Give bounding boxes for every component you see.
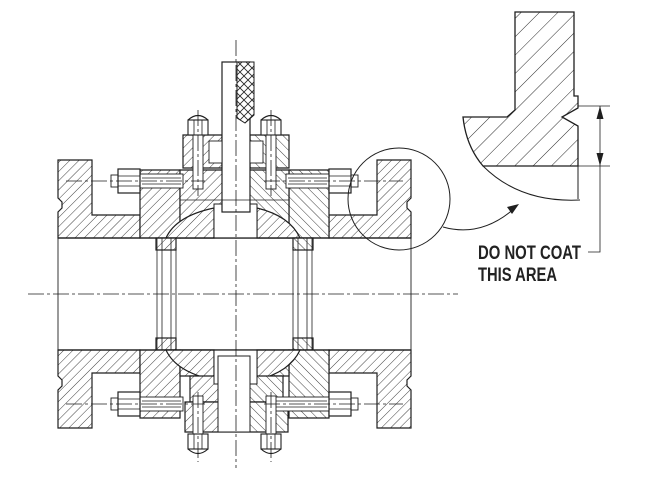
do-not-coat-label: DO NOT COAT THIS AREA: [478, 243, 581, 286]
callout-circle: [347, 147, 451, 251]
cover-stud-left: [187, 395, 209, 455]
seat-stub: [292, 337, 314, 351]
detail-circle-arc: [482, 165, 581, 201]
cover-stud-right: [260, 395, 282, 455]
valve-internals: [208, 61, 264, 433]
detail-flange-section: [462, 11, 579, 167]
do-not-coat-label-line2: THIS AREA: [478, 265, 557, 286]
seat-stub: [155, 237, 177, 251]
gland-follower-left: [208, 140, 223, 164]
do-not-coat-label-line1: DO NOT COAT: [478, 243, 581, 264]
trunnion-post: [217, 355, 251, 433]
flange-detail-view: [462, 11, 581, 201]
seat-stub: [292, 237, 314, 251]
detail-leader-curve: [442, 206, 517, 231]
detail-leader-arrowhead: [507, 204, 519, 214]
dimension-arrow-up: [596, 106, 604, 119]
dimension-arrow-down: [596, 153, 604, 166]
gland-follower-right: [249, 140, 264, 164]
detail-callout: [347, 147, 519, 251]
dimension-lines: [578, 105, 610, 253]
seat-stub: [155, 337, 177, 351]
stem-key: [236, 61, 255, 124]
centerlines: [28, 40, 458, 468]
